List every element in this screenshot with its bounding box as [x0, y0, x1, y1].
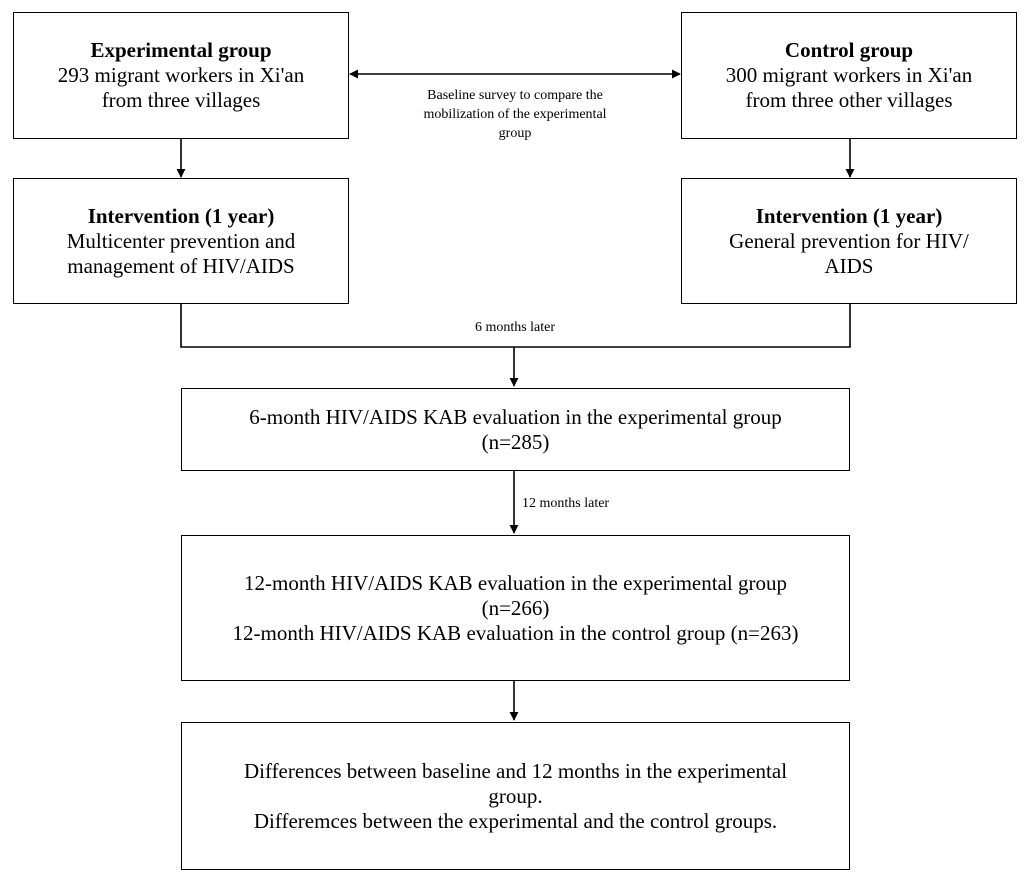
differences-line2: group. [488, 783, 543, 808]
experimental-group-line1: 293 migrant workers in Xi'an [57, 63, 305, 87]
differences-line3: Differemces between the experimental and… [253, 808, 778, 833]
intervention-control-title: Intervention (1 year) [755, 203, 943, 228]
six-month-eval-line1: 6-month HIV/AIDS KAB evaluation in the e… [249, 404, 782, 429]
control-group-title: Control group [784, 38, 914, 62]
baseline-label-line3: group [498, 126, 532, 141]
twelve-month-eval-line3: 12-month HIV/AIDS KAB evaluation in the … [232, 620, 799, 645]
intervention-experimental-line2: management of HIV/AIDS [67, 253, 295, 278]
experimental-group-box: Experimental group 293 migrant workers i… [13, 12, 349, 139]
intervention-control-line1: General prevention for HIV/ [729, 228, 969, 253]
baseline-label-line1: Baseline survey to compare the [427, 88, 603, 103]
twelve-month-eval-line2: (n=266) [481, 595, 550, 620]
intervention-experimental-line1: Multicenter prevention and [66, 228, 296, 253]
differences-line1: Differences between baseline and 12 mont… [243, 758, 788, 783]
six-months-later-label: 6 months later [474, 320, 556, 335]
merge-connector [180, 304, 851, 348]
twelve-month-eval-line1: 12-month HIV/AIDS KAB evaluation in the … [244, 570, 787, 595]
baseline-label-line2: mobilization of the experimental [423, 107, 607, 122]
intervention-control-line2: AIDS [824, 253, 874, 278]
intervention-control-box: Intervention (1 year) General prevention… [681, 178, 1017, 304]
twelve-months-later-label: 12 months later [522, 496, 610, 511]
twelve-month-evaluation-box: 12-month HIV/AIDS KAB evaluation in the … [181, 535, 850, 681]
experimental-group-title: Experimental group [90, 38, 272, 62]
six-month-eval-line2: (n=285) [481, 429, 550, 454]
intervention-experimental-title: Intervention (1 year) [87, 203, 275, 228]
control-group-line1: 300 migrant workers in Xi'an [725, 63, 973, 87]
six-month-evaluation-box: 6-month HIV/AIDS KAB evaluation in the e… [181, 388, 850, 471]
intervention-experimental-box: Intervention (1 year) Multicenter preven… [13, 178, 349, 304]
experimental-group-line2: from three villages [101, 88, 261, 112]
control-group-line2: from three other villages [745, 88, 953, 112]
control-group-box: Control group 300 migrant workers in Xi'… [681, 12, 1017, 139]
baseline-survey-label: Baseline survey to compare the mobilizat… [362, 86, 668, 143]
differences-box: Differences between baseline and 12 mont… [181, 722, 850, 870]
